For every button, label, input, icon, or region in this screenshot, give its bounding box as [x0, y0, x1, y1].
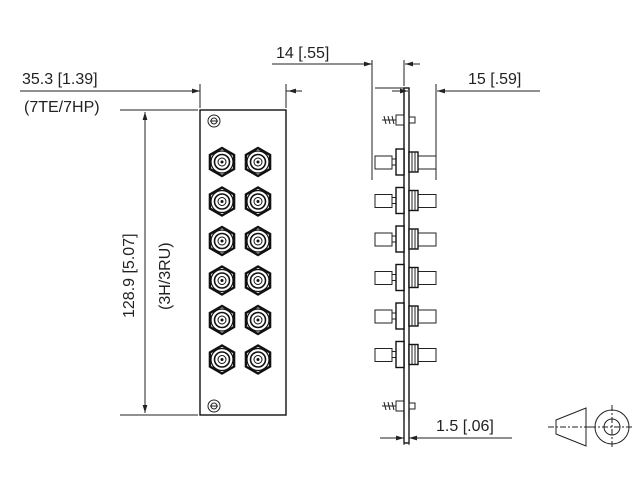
- bnc-connector-profile-icon: [374, 186, 437, 215]
- third-angle-projection-icon: [548, 405, 634, 449]
- bnc-connector-icon: [208, 225, 236, 257]
- connector-depth-label: 15 [.59]: [468, 71, 521, 88]
- bottom-screw-profile-icon: [382, 400, 416, 412]
- bnc-connector-icon: [208, 304, 236, 336]
- panel-thickness-dimension: 1.5 [.06]: [380, 418, 512, 445]
- bnc-connector-profile-icon: [374, 340, 437, 369]
- front-view: 35.3 [1.39] (7TE/7HP) 128.9 [5.07] (3H/3…: [20, 71, 302, 416]
- height-label: 128.9 [5.07]: [121, 233, 138, 318]
- bnc-connector-icon: [208, 146, 236, 178]
- bnc-connector-profile-icon: [374, 263, 437, 292]
- width-dimension: 35.3 [1.39] (7TE/7HP): [20, 71, 302, 116]
- bnc-connector-profile-icon: [374, 148, 437, 176]
- side-panel-plate: [403, 87, 410, 444]
- top-screw-icon: [207, 114, 221, 128]
- front-panel: [199, 109, 287, 416]
- bnc-connector-profile-icon: [374, 302, 437, 330]
- front-connector-grid: [208, 146, 272, 375]
- bnc-connector-icon: [244, 186, 272, 217]
- height-dimension: 128.9 [5.07] (3H/3RU): [120, 109, 198, 416]
- width-sub-label: (7TE/7HP): [24, 99, 100, 116]
- top-screw-profile-icon: [382, 114, 416, 126]
- bnc-connector-icon: [208, 344, 236, 375]
- side-connector-stack: [374, 148, 437, 369]
- connector-depth-dimension: 15 [.59]: [392, 71, 540, 94]
- bottom-screw-icon: [207, 399, 221, 413]
- bnc-connector-icon: [208, 186, 236, 217]
- depth-label: 14 [.55]: [276, 45, 329, 62]
- panel-thickness-label: 1.5 [.06]: [436, 418, 494, 435]
- bnc-connector-icon: [208, 265, 236, 296]
- depth-dimension: 14 [.55]: [272, 45, 420, 67]
- height-sub-label: (3H/3RU): [157, 242, 174, 310]
- width-label: 35.3 [1.39]: [22, 71, 98, 88]
- side-view: 14 [.55] 15 [.59]: [272, 45, 540, 445]
- bnc-connector-icon: [244, 265, 272, 296]
- bnc-connector-icon: [244, 344, 272, 375]
- bnc-connector-profile-icon: [374, 225, 437, 253]
- bnc-connector-icon: [244, 225, 272, 257]
- bnc-connector-icon: [244, 304, 272, 336]
- bnc-connector-icon: [244, 146, 272, 178]
